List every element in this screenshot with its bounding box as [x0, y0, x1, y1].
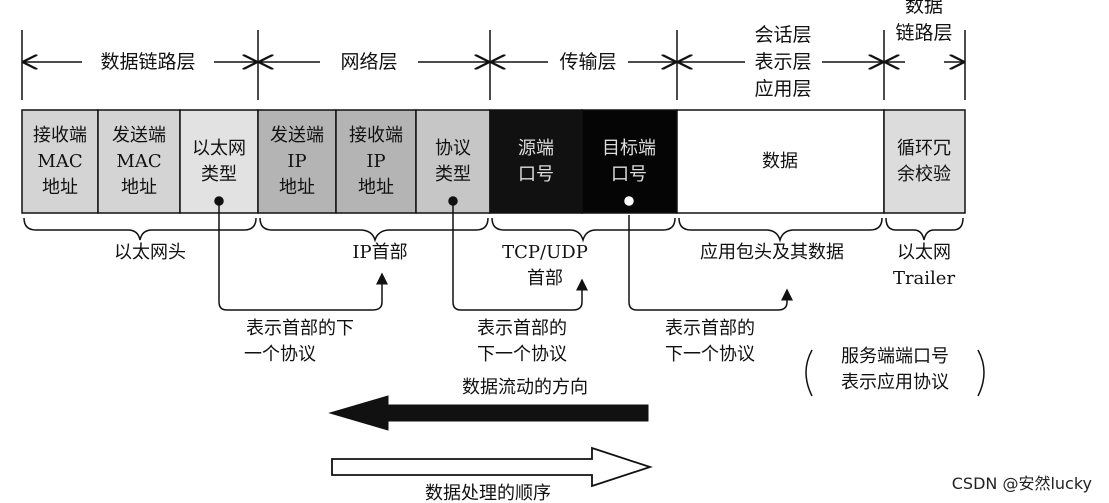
note-next1-line1: 表示首部的下 — [246, 318, 354, 339]
field-src-ip-label-2: IP — [287, 151, 306, 172]
group-tcp-header-label-1: TCP/UDP — [502, 242, 588, 263]
field-dst-port-label-2: 口号 — [611, 164, 647, 185]
layer-datalink-label: 数据链路层 — [100, 51, 195, 73]
field-src-port — [489, 109, 583, 214]
note-next1-line2: 一个协议 — [244, 344, 316, 365]
flow-direction-arrow — [328, 395, 649, 431]
field-data-label: 数据 — [762, 151, 798, 172]
field-dst-ip-label-1: 接收端 — [349, 125, 403, 146]
field-src-port-label-1: 源端 — [518, 138, 554, 159]
field-dst-port-label-1: 目标端 — [602, 138, 656, 159]
field-dst-mac — [21, 109, 99, 214]
field-dst-ip-label-2: IP — [366, 151, 385, 172]
packet-fields — [21, 109, 966, 214]
group-braces — [23, 217, 964, 243]
field-data — [676, 109, 885, 214]
layer-application-label: 应用层 — [754, 78, 811, 100]
field-dst-mac-label-3: 地址 — [42, 177, 78, 198]
field-dst-mac-label-2: MAC — [37, 151, 82, 172]
csdn-watermark: CSDN @安然lucky — [952, 474, 1092, 493]
flow-arrow-label: 数据流动的方向 — [462, 377, 588, 398]
layer-dividers — [21, 30, 966, 100]
note-next2-line2: 下一个协议 — [477, 344, 567, 365]
field-src-ip-label-3: 地址 — [279, 177, 315, 198]
layer-trailer-label-line1: 数据 — [905, 0, 943, 17]
layer-session-label: 会话层 — [754, 24, 811, 46]
group-trailer-label-2: Trailer — [893, 268, 956, 289]
group-tcp-header-label-2: 首部 — [527, 268, 563, 289]
field-ethertype-label-1: 以太网 — [192, 138, 246, 159]
field-src-mac-label-2: MAC — [116, 151, 161, 172]
field-protocol-label-2: 类型 — [435, 164, 471, 185]
next-protocol-pointers — [214, 196, 793, 311]
service-note-left-paren — [805, 349, 813, 397]
note-service-line2: 表示应用协议 — [841, 372, 949, 393]
group-eth-header-label: 以太网头 — [114, 242, 186, 263]
group-ip-header-label: IP首部 — [352, 242, 407, 263]
field-dst-mac-label-1: 接收端 — [33, 125, 87, 146]
note-next3-line1: 表示首部的 — [665, 318, 755, 339]
process-order-arrow — [331, 446, 653, 488]
field-src-port-label-2: 口号 — [518, 164, 554, 185]
field-dst-ip — [335, 109, 417, 214]
field-dst-ip-label-3: 地址 — [358, 177, 394, 198]
field-dst-port — [581, 109, 678, 214]
field-src-ip-label-1: 发送端 — [270, 125, 324, 146]
field-src-mac-label-3: 地址 — [121, 177, 157, 198]
group-app-label: 应用包头及其数据 — [700, 242, 844, 263]
layer-trailer-label-line2: 链路层 — [895, 22, 952, 44]
note-next3-line2: 下一个协议 — [665, 344, 755, 365]
field-protocol-label-1: 协议 — [435, 138, 471, 159]
process-arrow-label: 数据处理的顺序 — [425, 483, 551, 503]
field-ethertype-label-2: 类型 — [201, 164, 237, 185]
field-crc — [883, 109, 966, 214]
field-src-mac-label-1: 发送端 — [112, 125, 166, 146]
service-note-right-paren — [977, 349, 985, 397]
note-next2-line1: 表示首部的 — [477, 318, 567, 339]
field-crc-label-2: 余校验 — [897, 164, 951, 185]
field-protocol — [415, 109, 491, 214]
layer-transport-label: 传输层 — [559, 51, 616, 73]
layer-presentation-label: 表示层 — [754, 51, 811, 73]
field-crc-label-1: 循环冗 — [897, 138, 951, 159]
note-service-line1: 服务端端口号 — [841, 346, 949, 367]
group-trailer-label-1: 以太网 — [897, 242, 951, 263]
layer-network-label: 网络层 — [340, 51, 397, 73]
field-src-mac — [97, 109, 181, 214]
